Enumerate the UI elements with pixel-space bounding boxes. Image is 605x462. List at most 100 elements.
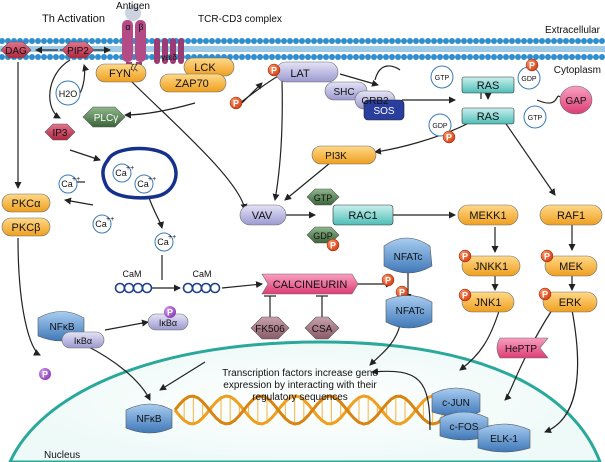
antigen-label: Antigen: [116, 1, 150, 12]
beta-chain-label: β: [138, 22, 143, 32]
calcium-store: [101, 146, 178, 200]
rac1-shape: [332, 204, 394, 226]
calcineurin-label: CALCINEURIN: [273, 279, 348, 291]
cam-active-label: CaM: [192, 269, 211, 279]
nfkb-nuclear-shape: [125, 403, 173, 434]
ca-cytosol-charge: ++: [106, 216, 114, 223]
gdp-top-phospho: [525, 58, 539, 72]
jnkk1-label: JNKK1: [474, 261, 508, 273]
grb2-label: GRB2: [361, 96, 389, 107]
h2o-label: H2O: [59, 89, 78, 99]
cam-inactive-bead: [132, 282, 144, 294]
gdp-rac-label: GDP: [313, 231, 333, 241]
cam-inactive-bead: [141, 282, 153, 294]
jnkk1-phospho-label: P: [462, 252, 468, 262]
nfatc-phospho-1-label: P: [385, 276, 391, 286]
nfkb-phospho-label: P: [42, 370, 48, 380]
cam-inactive-bead: [114, 282, 126, 294]
cam-active-bead: [200, 282, 212, 294]
dag-shape: [0, 41, 32, 59]
pip2-label: PIP2: [67, 46, 89, 57]
gtp-bottom-circle: [523, 105, 547, 129]
calcineurin-shape: [261, 273, 359, 295]
sos-shape: [363, 99, 405, 121]
plcg-shape: [82, 106, 126, 128]
ca-store-2-label: Ca: [137, 179, 149, 189]
jnkk1-shape: [461, 255, 521, 277]
tcr-cd3-receptor: [122, 5, 184, 72]
transcription-note-line: expression by interacting with their: [223, 380, 377, 391]
raf1-shape: [539, 204, 603, 226]
nfatc-phospho-shape: [383, 237, 433, 274]
pi3k-label: PI3K: [325, 151, 347, 162]
pkcb-shape: [1, 217, 51, 237]
nfatc-label: NFATc: [396, 306, 425, 317]
ras-gtp-label: RAS: [477, 80, 500, 92]
gdp-top-label: GDP: [521, 76, 537, 83]
gdp-rac-shape: [306, 226, 340, 244]
ca-store-1-charge: ++: [126, 165, 134, 172]
ras-gdp-phospho-label: P: [446, 133, 452, 143]
transcription-note-line: regulatory sequences: [252, 392, 348, 403]
raf1-label: RAF1: [557, 210, 585, 222]
cam-inactive-label: CaM: [122, 269, 141, 279]
cell-membrane: [0, 38, 605, 60]
lck-label: LCK: [194, 62, 216, 74]
pathway-arrows: [14, 46, 579, 434]
ikba-bound-shape: [61, 331, 105, 349]
mekk1-shape: [457, 204, 519, 226]
ca-cam-charge: ++: [168, 234, 176, 241]
jnk1-label: JNK1: [475, 297, 502, 309]
ikba-free-label: IκBα: [159, 318, 177, 328]
zap70-phospho: [229, 96, 243, 110]
gdp-ras-label: GDP: [432, 123, 448, 130]
ca-store-1-circle: [112, 163, 132, 183]
heptp-label: HePTP: [505, 344, 538, 355]
ras-gdp-phospho: [442, 130, 456, 144]
ikba-phospho: [164, 306, 176, 318]
gap-shape: [559, 85, 593, 115]
cjun-shape: [431, 387, 481, 417]
gtp-rac-shape: [306, 188, 340, 206]
mek-label: MEK: [559, 261, 584, 273]
elk1-shape: [477, 423, 531, 453]
ikba-phospho-label: P: [167, 308, 173, 318]
pkca-label: PKCα: [12, 198, 42, 210]
cam-active-bead: [191, 282, 203, 294]
fk506-label: FK506: [255, 324, 285, 335]
nfkb-nuclear-label: NFκB: [137, 414, 162, 425]
ca-cam-label: Ca: [157, 237, 169, 247]
ikba-bound-label: IκBα: [74, 336, 92, 346]
ras-shape-gdp: [461, 107, 515, 125]
page-title: Th Activation: [42, 13, 105, 25]
pip2-shape: [61, 41, 95, 59]
ca-pkc-circle: [58, 174, 78, 194]
zap70-label: ZAP70: [175, 78, 209, 90]
nfatc-phospho-label: NFATc: [394, 252, 423, 263]
elk1-label: ELK-1: [490, 434, 518, 445]
gap-label: GAP: [565, 96, 586, 107]
ca-pkc-label: Ca: [61, 179, 73, 189]
nfatc-shape: [385, 295, 433, 329]
jnk1-phospho-label: P: [462, 291, 468, 301]
gdp-rac-phospho: [326, 238, 340, 252]
nfatc-phospho-2-label: P: [399, 288, 405, 298]
ca-cytosol-label: Ca: [95, 219, 107, 229]
pi3k-shape: [311, 145, 377, 165]
gdp-ras-circle: [428, 113, 452, 137]
alpha-chain-label: α: [125, 22, 130, 32]
transcription-note-line: Transcription factors increase gene: [222, 368, 378, 379]
mekk1-label: MEKK1: [469, 210, 506, 222]
plcg-label: PLCγ: [94, 113, 118, 124]
jnk1-phospho: [458, 288, 472, 302]
mek-phospho-label: P: [544, 252, 550, 262]
cjun-label: c-JUN: [442, 398, 470, 409]
cam-active-bead: [182, 282, 194, 294]
rac1-label: RAC1: [348, 210, 377, 222]
dag-label: DAG: [5, 46, 27, 57]
vav-shape: [239, 204, 287, 226]
gtp-bottom-label: GTP: [528, 115, 543, 122]
cd3-chains-label: γεεδ: [161, 53, 177, 62]
lat-phospho: [267, 63, 281, 77]
